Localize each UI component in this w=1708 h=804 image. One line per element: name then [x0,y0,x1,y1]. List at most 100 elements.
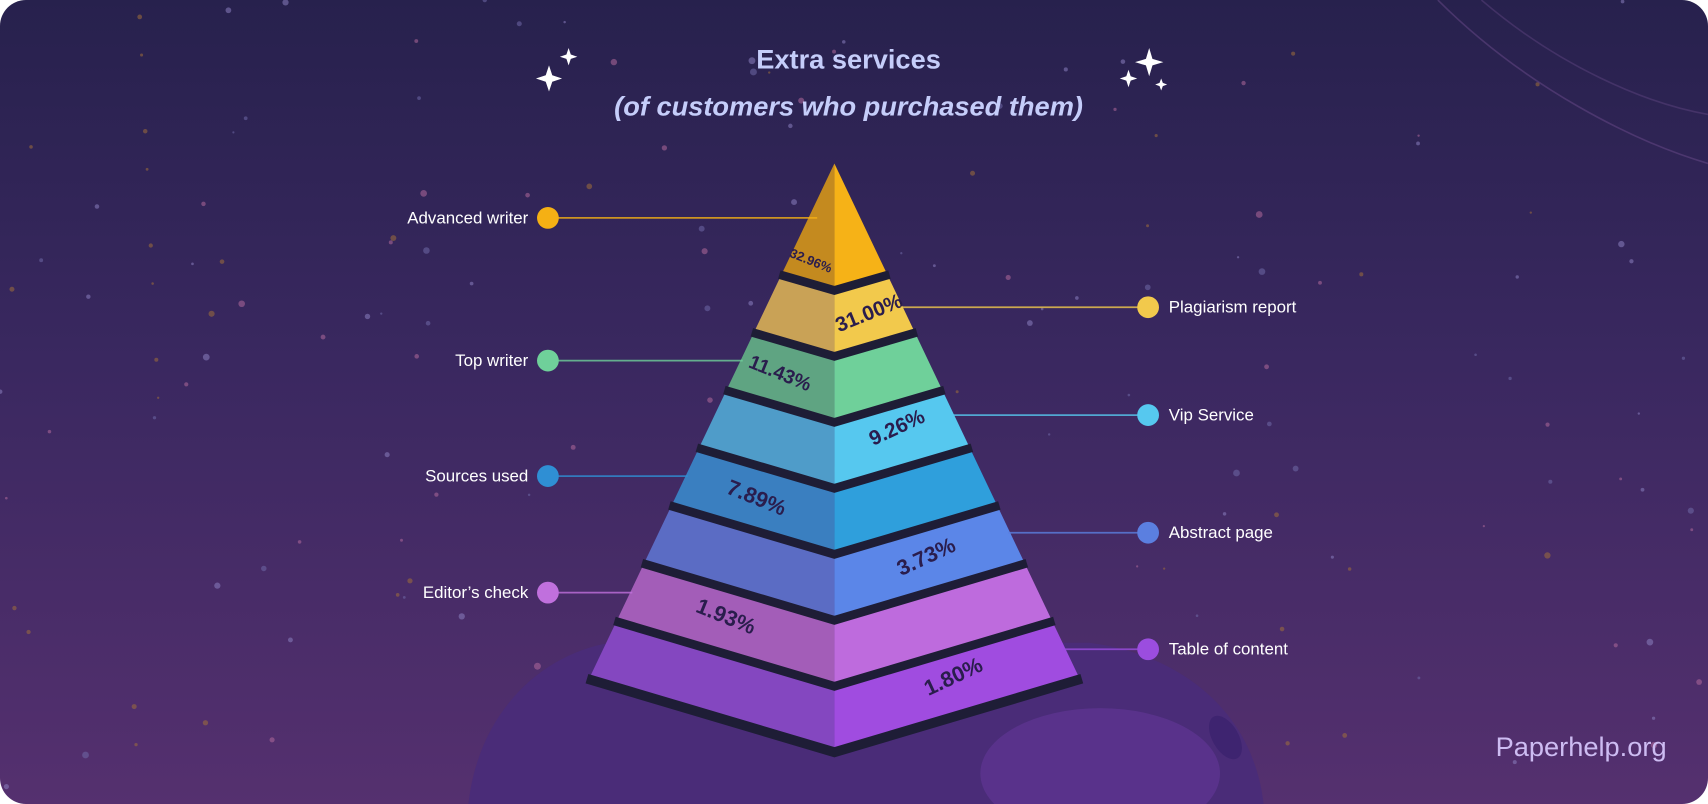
star-dot [1264,364,1269,370]
legend-dot [537,581,559,604]
star-dot [1005,274,1011,281]
star-dot [395,593,400,597]
star-dot [458,613,465,620]
star-dot [469,281,474,286]
star-dot [219,259,225,264]
star-dot [157,396,160,399]
category-label: Abstract page [1169,523,1273,542]
layer-separator [613,616,1056,691]
star-dot [3,784,9,790]
star-dot [425,320,431,326]
category-label: Vip Service [1169,406,1254,425]
star-dot [184,382,189,387]
star-dot [423,247,430,254]
star-dot [86,294,91,299]
category-label: Plagiarism report [1169,298,1297,317]
star-dot [1236,256,1240,259]
star-dot [145,167,149,171]
star-dot [434,492,439,497]
callout: Vip Service [951,404,1254,426]
layer-separator [695,443,974,493]
layer-left-face [781,163,835,291]
star-dot [832,49,836,54]
star-dot [142,128,148,134]
star-dot [384,452,390,458]
star-dot [9,286,15,292]
star-dot [1127,393,1131,397]
star-dot [261,565,267,572]
star-dot [1629,259,1634,264]
star-dot [1474,353,1477,357]
layer-left-face [671,447,835,555]
star-dot [791,199,798,206]
star-dot [997,103,1003,109]
sparkle-icon-right [1119,47,1168,91]
callout: Sources used [425,465,688,487]
star-dot [47,429,52,434]
star-dot [1233,469,1240,477]
star-dot [140,53,144,57]
star-dot [0,389,3,394]
star-dot [225,7,232,14]
star-dot [586,183,593,190]
layer-separator [640,559,1029,625]
star-dot [1285,741,1290,746]
star-dot [1255,211,1263,218]
star-dot [390,235,397,242]
star-dot [29,145,33,149]
star-dot [1291,51,1296,56]
layer-separator [585,673,1084,758]
star-dot [525,192,530,198]
layer-left-face [726,332,835,423]
star-dot [94,204,100,209]
star-dot [208,310,215,317]
star-dot [1241,80,1246,86]
star-dot [788,123,793,129]
star-dot [749,68,757,76]
star-dot [1482,525,1485,528]
star-dot [610,58,618,66]
category-label: Editor’s check [423,583,529,602]
brand-logo-text: Paperhelp.org [1496,731,1667,762]
star-dot [1651,716,1656,720]
star-dot [1292,465,1299,472]
star-dot [527,493,531,497]
star-dot [1359,272,1364,277]
star-dot [1266,421,1272,427]
star-dot [1687,507,1694,514]
pyramid-layers: 32.96%31.00%11.43%9.26%7.89%3.73%1.93%1.… [585,163,1084,758]
star-dot [1640,487,1645,492]
star-dot [748,57,756,65]
star-dot [1075,296,1079,300]
star-dot [661,145,668,151]
star-dot [152,416,157,420]
callout: Advanced writer [407,207,818,229]
star-dot [1163,567,1166,570]
star-dot [563,20,566,24]
star-dot [1619,477,1623,481]
layer-right-face [834,505,1025,621]
star-dot [1417,134,1420,137]
star-dot [12,605,17,611]
star-dot [202,720,209,726]
star-dot [900,252,903,255]
star-dot [4,496,8,500]
legend-dot [537,349,559,372]
star-dot [1650,741,1658,749]
star-dot [1637,412,1640,415]
star-dot [704,305,711,312]
star-dot [1646,638,1654,646]
star-dot [1544,552,1551,559]
star-dot [1545,422,1550,427]
star-dot [1279,626,1285,632]
category-label: Sources used [425,467,528,486]
layer-separator [778,270,891,295]
star-dot [400,538,403,542]
chart-title: Extra services [756,44,941,75]
star-dot [1342,733,1348,738]
layer-left-face [616,563,835,687]
star-dot [1681,356,1686,360]
star-dot [1618,240,1625,248]
layer-right-face [834,620,1080,753]
star-dot [282,0,289,6]
